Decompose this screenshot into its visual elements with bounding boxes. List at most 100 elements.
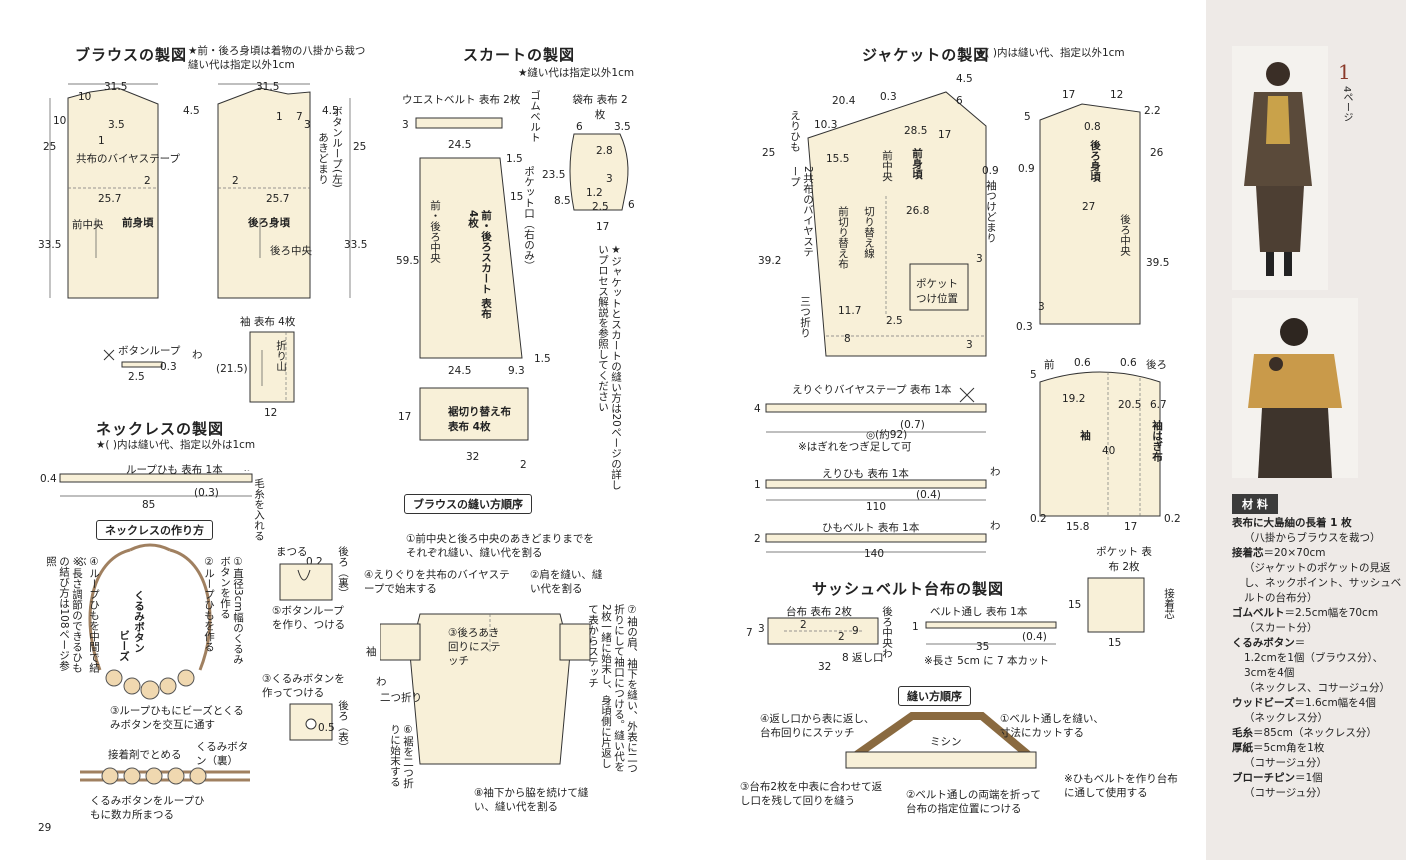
sash-loop-label: ベルト通し 表布 1本 bbox=[930, 606, 1028, 618]
pocket-dim-17: 17 bbox=[596, 221, 609, 233]
sash-opening: 8 返し口 bbox=[842, 652, 884, 664]
sash-note: ※長さ 5cm に 7 本カット bbox=[924, 655, 1050, 667]
jacket-label-switch-line: 切り替え線 bbox=[863, 206, 875, 259]
jacket-dim-392: 39.2 bbox=[758, 255, 781, 267]
pocket-dim-35: 3.5 bbox=[614, 121, 631, 133]
blouse-dim-2b: 2 bbox=[232, 175, 239, 187]
skirt-dim-32: 32 bbox=[466, 451, 479, 463]
sewing-step2: ②肩を縫い、縫い代を割る bbox=[530, 569, 603, 595]
jacket-sleeve-piece bbox=[1039, 371, 1161, 517]
sash-d32: 32 bbox=[818, 661, 831, 672]
sewing-step4: ④えりぐりを共布のバイヤステープで始末する bbox=[364, 569, 510, 595]
sash-d7: 7 bbox=[746, 627, 753, 639]
jacket-dim-09b: 0.9 bbox=[1018, 163, 1035, 175]
jacket-belt-label: ひもベルト 表布 1本 bbox=[822, 522, 920, 534]
blouse-sewing-illustration bbox=[380, 613, 591, 765]
jacket-dim-6: 6 bbox=[956, 95, 963, 107]
jacket-label-pocket-pos: ポケットつけ位置 bbox=[916, 278, 958, 305]
pocket-dim-235: 23.5 bbox=[542, 169, 565, 181]
jacket-dim-22: 2.2 bbox=[1144, 105, 1161, 117]
sewing-wa: わ bbox=[376, 676, 387, 688]
necklace-step4: ④ループひもを中間で結ぶ bbox=[75, 556, 100, 673]
material-13: （コサージュ分） bbox=[1244, 757, 1328, 769]
skirt-note: ★縫い代は指定以外1cm bbox=[518, 67, 635, 79]
jacket-dim-27: 27 bbox=[1082, 201, 1095, 213]
skirt-dim-2a: 2 bbox=[520, 459, 527, 471]
detail-back-label: 後ろ（裏） bbox=[337, 546, 349, 599]
jacket-bias-note: ※はぎれをつぎ足して可 bbox=[798, 441, 912, 453]
blouse-dim-2: 2 bbox=[144, 175, 151, 187]
blouse-dim-10b: 10 bbox=[53, 115, 66, 127]
jacket-sleeve-d06a: 0.6 bbox=[1074, 357, 1091, 369]
detail-step3: ③くるみボタンを作ってつける bbox=[262, 673, 345, 699]
blouse-label-back: 後ろ身頃 bbox=[247, 216, 290, 229]
jacket-dim-17b: 17 bbox=[1062, 89, 1075, 101]
detail-button-illustration bbox=[289, 703, 333, 741]
sash-d2a: 2 bbox=[800, 619, 807, 631]
sewing-sleeve: 袖 bbox=[366, 646, 377, 658]
jacket-bias-label: えりぐりバイヤステープ 表布 1本 bbox=[792, 384, 952, 396]
detail-05: 0.5 bbox=[318, 722, 335, 734]
material-12: 厚紙＝5cm角を1枚 bbox=[1232, 742, 1325, 754]
jacket-sleeve-d02b: 0.2 bbox=[1164, 513, 1180, 525]
necklace-illustration bbox=[80, 543, 250, 785]
jacket-dim-08: 0.8 bbox=[1084, 121, 1101, 133]
detail-matsuru: まつる bbox=[276, 546, 308, 558]
jacket-front-piece bbox=[807, 91, 987, 357]
jacket-dim-17a: 17 bbox=[938, 129, 951, 141]
sewing-order-title: ブラウスの縫い方順序 bbox=[404, 494, 532, 514]
jacket-label-front-center: 前中央 bbox=[881, 150, 893, 182]
material-0-note: （八掛からブラウスを裁つ） bbox=[1244, 532, 1381, 544]
jacket-label-front: 前身頃 bbox=[911, 148, 923, 180]
skirt-dim-17: 17 bbox=[398, 411, 411, 423]
necklace-glue: 接着剤でとめる bbox=[108, 749, 182, 761]
jacket-note: ★( )内は縫い代、指定以外1cm bbox=[976, 47, 1125, 59]
jacket-dim-203: 20.4 bbox=[832, 95, 856, 107]
blouse-dim-3: 3 bbox=[304, 119, 311, 131]
skirt-vnote: ★ジャケットとスカートの縫い方は20ページの詳しいプロセス解説を参照してください bbox=[597, 244, 622, 490]
sleeve-fold: 折り山 bbox=[275, 340, 287, 372]
necklace-label-button: くるみボタン bbox=[133, 590, 145, 653]
jacket-sleeve-d17: 17 bbox=[1124, 521, 1137, 532]
necklace-wa: わ bbox=[242, 470, 253, 473]
sash-sewing-label: ミシン bbox=[930, 736, 962, 748]
necklace-note: ★( )内は縫い代、指定以外は1cm bbox=[96, 439, 256, 451]
jacket-dim-03b: 0.3 bbox=[1016, 321, 1033, 333]
necklace-step2: ②ループひもを作る bbox=[203, 556, 215, 652]
blouse-dim-25a: 25 bbox=[43, 141, 56, 153]
necklace-step3: ③ループひもにビーズとくるみボタンを交互に通す bbox=[110, 705, 244, 731]
detail-back-label2: 後ろ（表） bbox=[337, 700, 349, 753]
jacket-dim-45: 4.5 bbox=[956, 73, 973, 85]
sash-d9: 9 bbox=[852, 625, 859, 637]
material-3: ゴムベルト＝2.5cm幅を70cm bbox=[1232, 607, 1379, 619]
jacket-sleeve-d205: 20.5 bbox=[1118, 399, 1141, 411]
jacket-dim-103: 10.3 bbox=[814, 119, 837, 131]
jacket-dim-8: 8 bbox=[844, 333, 851, 345]
jacket-tie-d1: 1 bbox=[754, 479, 761, 491]
necklace-yarn: 毛糸を入れる bbox=[253, 478, 265, 541]
jacket-dim-155: 15.5 bbox=[826, 153, 849, 165]
jacket-pocket: 15 15 bbox=[1068, 577, 1145, 649]
jacket-back-piece bbox=[1039, 103, 1141, 325]
necklace-cord: 0.4 85 (0.3) わ bbox=[40, 470, 253, 511]
skirt-dim-245a: 24.5 bbox=[448, 139, 471, 151]
sewing-step7: ⑦袖の肩、袖下を縫い、外表に二つ折りにして袖口につける。縫い代を2枚一緒に始末し… bbox=[587, 604, 638, 774]
blouse-dim-257b: 25.7 bbox=[266, 193, 289, 205]
sash-step3: ③台布2枚を中表に合わせて返し口を残して回りを縫う bbox=[740, 781, 883, 807]
blouse-pattern: 31.5 31.5 10 10 4.5 4.5 3.5 1 25 25 33.5… bbox=[38, 81, 367, 299]
sleeve-dim-12: 12 bbox=[264, 407, 277, 418]
necklace-step1: ①直径3cm幅のくるみボタンを作る bbox=[219, 556, 244, 665]
skirt-dim-93: 9.3 bbox=[508, 365, 525, 377]
sleeve-dim-215: (21.5) bbox=[216, 363, 248, 375]
pocket-bag: 6 3.5 2.8 23.5 1.2 3 2.5 8.5 6 17 bbox=[542, 121, 635, 233]
jacket-dim-09a: 0.9 bbox=[982, 165, 999, 177]
pocket-dim-12: 1.2 bbox=[586, 187, 603, 199]
blouse-dim-45a: 4.5 bbox=[183, 105, 200, 117]
skirt-pocket-mouth: ポケット口（右のみ） bbox=[523, 166, 535, 271]
material-0: 表布に大島紬の長着 1 枚 bbox=[1232, 517, 1352, 529]
necklace-label-beads: ビーズ bbox=[118, 630, 130, 662]
sash-d1: 1 bbox=[912, 621, 919, 633]
sash-step5: ※ひもベルトを作り台布に通して使用する bbox=[1064, 773, 1178, 799]
pocket-dim-6b: 6 bbox=[628, 199, 635, 211]
necklace-dim-03: (0.3) bbox=[194, 487, 219, 499]
